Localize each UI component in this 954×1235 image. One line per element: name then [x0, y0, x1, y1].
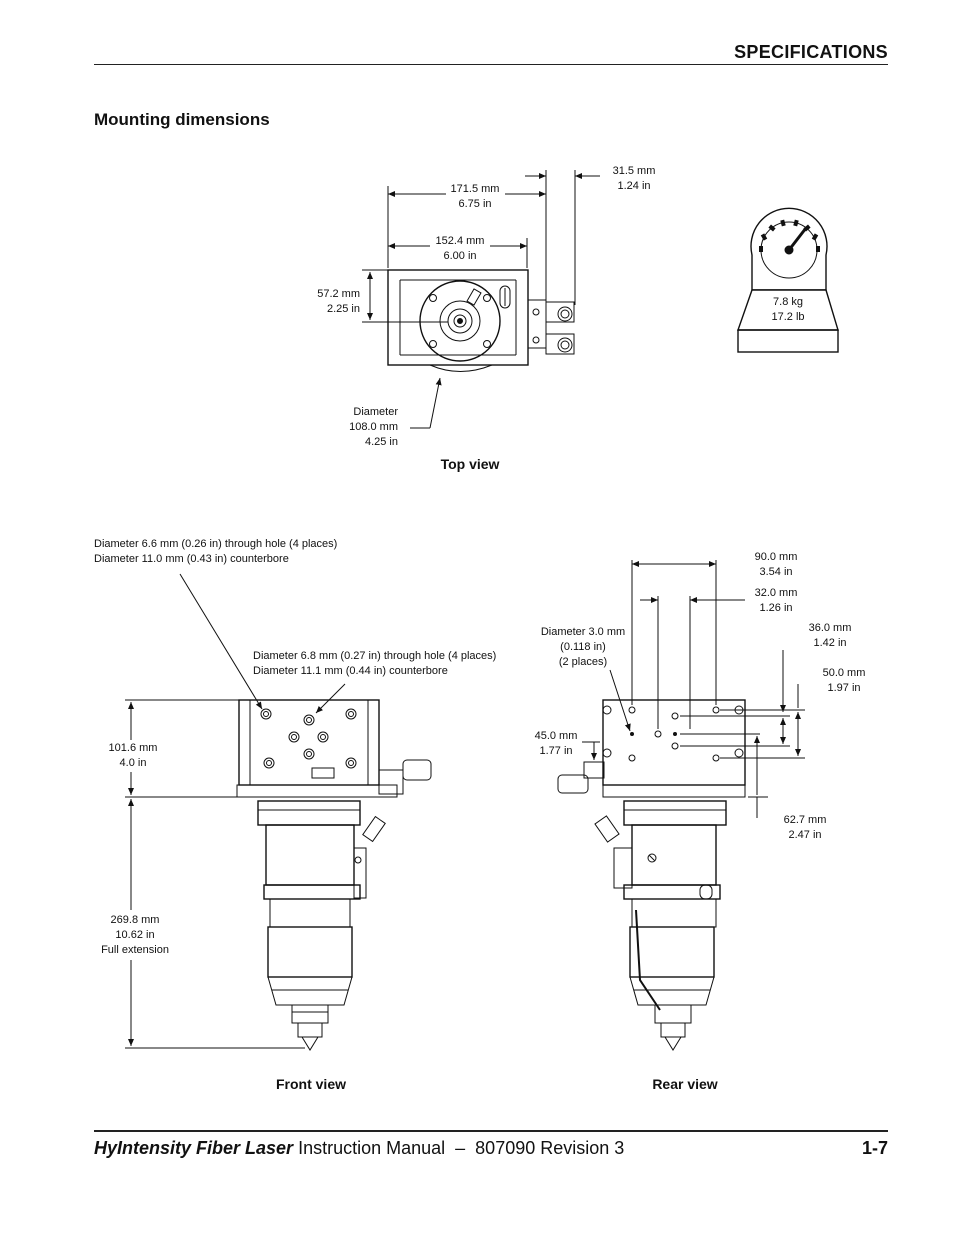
weight-readout: 7.8 kg 17.2 lb: [750, 295, 826, 325]
dim-62-in: 2.47 in: [788, 829, 822, 841]
page-number: 1-7: [861, 1138, 888, 1158]
front-view-drawing: [125, 573, 432, 1051]
dim-45-in: 1.77 in: [539, 745, 573, 757]
dim-extension-mm: 269.8 mm: [110, 914, 160, 926]
rear-view-drawing: [557, 560, 805, 1051]
footer-manual: Instruction Manual – 807090 Revision 3: [293, 1138, 625, 1158]
dim-extension-in: 10.62 in: [115, 929, 155, 941]
header-section-title: SPECIFICATIONS: [734, 42, 888, 62]
rear-view-caption: Rear view: [652, 1076, 718, 1092]
footer-title: HyIntensity Fiber Laser Instruction Manu…: [94, 1138, 624, 1159]
dim-45-mm: 45.0 mm: [534, 730, 578, 742]
dim-center-mm: 57.2 mm: [317, 288, 360, 300]
dim-36-in: 1.42 in: [813, 637, 847, 649]
dim-62: 62.7 mm 2.47 in: [770, 813, 840, 843]
dim-diameter-in: 4.25 in: [364, 436, 398, 448]
dim-90-mm: 90.0 mm: [754, 551, 798, 563]
dim-fitting-mm: 31.5 mm: [612, 165, 656, 177]
dim-fitting: 31.5 mm 1.24 in: [596, 164, 672, 194]
dim-50-mm: 50.0 mm: [822, 667, 866, 679]
pin-note-line1: Diameter 3.0 mm: [540, 626, 626, 638]
dim-plate-in: 4.0 in: [119, 757, 147, 769]
dim-width-body-in: 6.00 in: [443, 250, 477, 262]
header-rule: [94, 64, 888, 65]
dim-36-mm: 36.0 mm: [808, 622, 852, 634]
dim-plate-mm: 101.6 mm: [108, 742, 158, 754]
section-title: Mounting dimensions: [94, 110, 270, 129]
pin-note-line2: (0.118 in): [560, 641, 606, 653]
top-view-drawing: [362, 170, 600, 429]
dim-extension: 269.8 mm 10.62 in Full extension: [90, 913, 180, 958]
note-holes-inner-line1: Diameter 6.8 mm (0.27 in) through hole (…: [253, 650, 497, 662]
dim-50-in: 1.97 in: [827, 682, 861, 694]
note-holes-outer-line2: Diameter 11.0 mm (0.43 in) counterbore: [94, 553, 289, 565]
pin-note-line3: (2 places): [558, 656, 608, 668]
dim-center-in: 2.25 in: [326, 303, 360, 315]
dim-32: 32.0 mm 1.26 in: [740, 586, 812, 616]
weight-kg: 7.8 kg: [773, 296, 803, 308]
dim-90: 90.0 mm 3.54 in: [740, 550, 812, 580]
dim-center: 57.2 mm 2.25 in: [290, 287, 360, 317]
weight-scale-icon: [737, 207, 839, 353]
note-holes-inner-line2: Diameter 11.1 mm (0.44 in) counterbore: [253, 665, 448, 677]
dim-extension-note: Full extension: [101, 944, 169, 956]
dim-62-mm: 62.7 mm: [783, 814, 827, 826]
note-holes-outer-line1: Diameter 6.6 mm (0.26 in) through hole (…: [94, 538, 338, 550]
dim-36: 36.0 mm 1.42 in: [794, 621, 866, 651]
pin-note: Diameter 3.0 mm (0.118 in) (2 places): [533, 625, 633, 670]
dim-width-body: 152.4 mm 6.00 in: [415, 234, 505, 264]
note-holes-outer: Diameter 6.6 mm (0.26 in) through hole (…: [94, 537, 337, 567]
dim-width-overall-in: 6.75 in: [458, 198, 492, 210]
top-view-caption: Top view: [440, 456, 500, 472]
dim-90-in: 3.54 in: [759, 566, 793, 578]
dim-fitting-in: 1.24 in: [617, 180, 651, 192]
footer-rule: [94, 1130, 888, 1132]
dim-diameter: Diameter 108.0 mm 4.25 in: [328, 405, 398, 450]
front-view-caption: Front view: [275, 1076, 346, 1092]
dim-width-overall: 171.5 mm 6.75 in: [430, 182, 520, 212]
dim-45: 45.0 mm 1.77 in: [526, 729, 586, 759]
dim-plate: 101.6 mm 4.0 in: [94, 741, 172, 771]
dim-width-overall-mm: 171.5 mm: [450, 183, 500, 195]
footer-product: HyIntensity Fiber Laser: [94, 1138, 294, 1158]
dim-32-mm: 32.0 mm: [754, 587, 798, 599]
note-holes-inner: Diameter 6.8 mm (0.27 in) through hole (…: [253, 649, 496, 679]
dim-diameter-label: Diameter: [353, 406, 398, 418]
dim-50: 50.0 mm 1.97 in: [808, 666, 880, 696]
weight-lb: 17.2 lb: [771, 311, 805, 323]
dim-diameter-mm: 108.0 mm: [349, 421, 398, 433]
dim-width-body-mm: 152.4 mm: [435, 235, 485, 247]
dim-32-in: 1.26 in: [759, 602, 793, 614]
